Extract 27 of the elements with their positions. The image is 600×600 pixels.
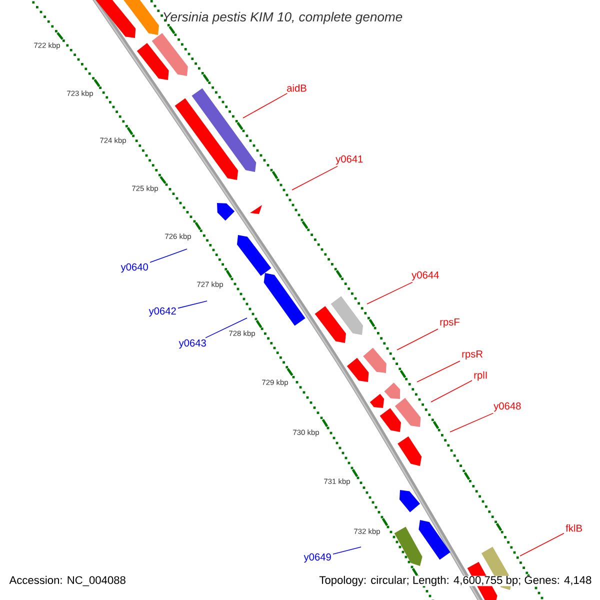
genome-stats-text: Topology: circular; Length: 4,600,755 bp; Genes: 4,148 — [319, 576, 592, 586]
gene-label: y0641 — [336, 155, 363, 165]
gene-label: y0643 — [178, 339, 206, 349]
leader-line — [366, 282, 413, 304]
gene-label: rpsF — [440, 318, 460, 328]
gene-label: y0644 — [412, 271, 439, 281]
leader-line — [150, 248, 188, 263]
accession-text: Accession: NC_004088 — [9, 576, 126, 586]
gene-label: fklB — [566, 524, 582, 532]
gene-label: y0648 — [494, 402, 521, 412]
gene-label: aidB — [287, 84, 306, 92]
leader-line — [242, 92, 288, 118]
leader-line — [450, 412, 494, 432]
leader-line — [332, 546, 362, 554]
leader-line — [292, 166, 338, 190]
leader-line — [520, 532, 564, 556]
gene-label: y0649 — [304, 553, 331, 563]
gene-label: y0640 — [120, 263, 148, 273]
leader-line — [416, 360, 460, 382]
gene-label: y0642 — [148, 307, 176, 317]
leader-line — [430, 380, 472, 402]
gene-label: rplI — [474, 371, 487, 381]
leader-line — [205, 318, 248, 338]
title: Yersinia pestis KIM 10, complete genome — [164, 12, 402, 24]
gene-label: rpsR — [462, 350, 483, 360]
leader-line — [396, 328, 438, 350]
leader-line — [178, 300, 208, 309]
